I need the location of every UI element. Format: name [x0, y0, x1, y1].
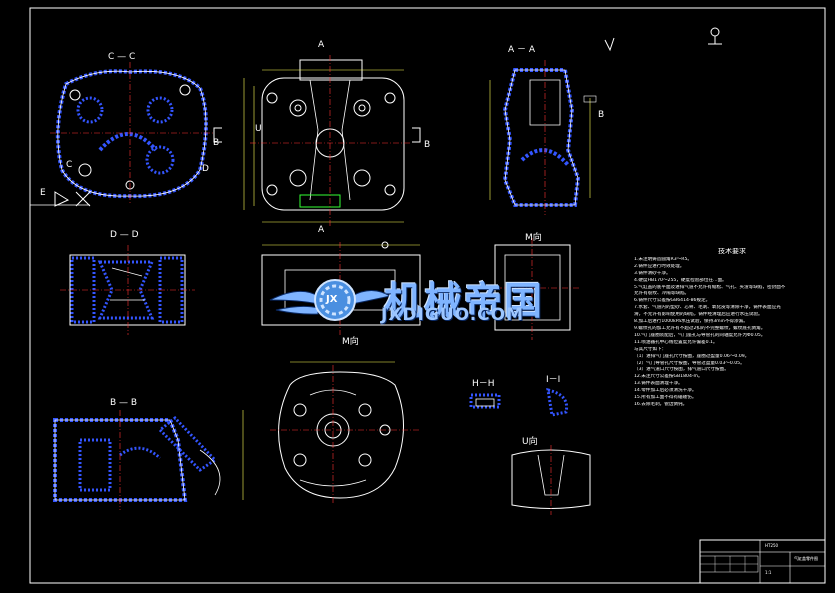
note-line: 6.铸件尺寸公差按GB6414-86规定。	[634, 298, 711, 304]
section-view-aa	[489, 60, 597, 215]
note-line: 12.未注尺寸公差按GB1804-m。	[634, 374, 703, 380]
title-block-name: 气缸盖零件图	[794, 556, 818, 561]
note-line: 11.喷油器孔中心线位置度允许偏差0.1。	[634, 339, 718, 345]
note-line: 3.铸件清砂干净。	[634, 270, 671, 276]
section-view-hh	[469, 393, 501, 409]
note-line: 允许有裂纹、冷隔等缺陷。	[634, 291, 690, 297]
view-label-u: U向	[522, 437, 538, 447]
note-line: （3）进气道口尺寸按图，排气道口尺寸按图。	[634, 367, 729, 373]
title-block	[699, 539, 826, 584]
notes-title: 技术要求	[718, 248, 746, 255]
view-label-m: M向	[525, 233, 542, 243]
note-line: 1.未注明铸造圆角R3～R5。	[634, 256, 692, 262]
title-block-scale: 1:1	[765, 570, 772, 575]
note-line: 8.加工后进行1000kPa水压试验，保持3min不得渗漏。	[634, 319, 748, 325]
section-view-bb	[53, 410, 221, 510]
view-label-m-bottom: M向	[342, 337, 359, 347]
watermark-badge: JX	[326, 294, 338, 305]
note-line: 与其尺寸如下：	[634, 346, 667, 352]
section-mark-b-right: B	[424, 140, 431, 150]
view-label-hh: H－H	[472, 379, 495, 389]
section-mark-e: E	[40, 188, 46, 198]
note-line: 10.气门座圈装配后，气门座孔与导管孔的同轴度允许为Φ0.05。	[634, 332, 766, 338]
section-mark-c: C	[66, 160, 73, 170]
section-mark-b-left: B	[213, 138, 220, 148]
view-label-aa: A － A	[508, 45, 536, 55]
section-mark-d: D	[202, 164, 209, 174]
watermark-emblem	[269, 279, 392, 321]
note-line: 滑，不允许有影响使用的缺陷，铸件经清理后应进行水压试验。	[634, 312, 763, 318]
note-line: 14.零件加工后必须清洗干净。	[634, 388, 697, 394]
roughness-symbol-circle	[710, 27, 720, 37]
view-label-bb: B — B	[110, 398, 138, 408]
view-u	[511, 445, 591, 515]
section-view-cc	[30, 62, 215, 207]
section-mark-b-aa: B	[598, 110, 605, 120]
technical-requirements: 技术要求 1.未注明铸造圆角R3～R5。 2.铸件应进行时效处理。 3.铸件清砂…	[634, 248, 830, 409]
view-a-top	[213, 55, 421, 228]
view-label-cc: C — C	[108, 52, 136, 62]
note-line: 13.铸件表面清理干净。	[634, 381, 683, 387]
drawing-frame	[29, 7, 826, 584]
view-m	[485, 238, 580, 340]
watermark-en: JXDIGUO.COM	[381, 305, 525, 325]
note-line: （2）气门导管孔尺寸按图，导管过盈量0.03～0.05。	[634, 360, 745, 366]
title-block-material: HT250	[765, 543, 779, 548]
view-label-a-mid: A	[318, 225, 325, 235]
section-view-ii	[546, 388, 569, 417]
watermark-cn: 机械帝国	[384, 279, 545, 323]
view-label-a-top: A	[318, 40, 325, 50]
note-line: 16.去除毛刺，锐边倒钝。	[634, 401, 688, 407]
note-line: （1）进排气门座孔尺寸按图，座圈过盈量0.06～0.09。	[634, 353, 750, 359]
note-line: 7.水套、气道内的型砂、芯骨、毛刺、氧化皮等清除干净，铸件表面应光	[634, 305, 781, 311]
note-line: 4.硬度HB170～255，硬度检验部位在...面。	[634, 277, 727, 283]
section-mark-u: U	[255, 124, 262, 134]
roughness-symbol	[604, 37, 615, 52]
note-line: 2.铸件应进行时效处理。	[634, 263, 685, 269]
note-line: 15.所有加工面不得有磕碰伤。	[634, 395, 697, 401]
note-line: 9.螺纹孔的加工允许有不超过2扣的不完整螺纹，螺纹底孔倒角。	[634, 325, 766, 331]
view-bottom-plan	[242, 361, 420, 505]
view-label-dd: D — D	[110, 230, 139, 240]
section-view-dd	[60, 245, 195, 335]
note-line: 5.气缸盖的底平面及进排气道不允许有缩松、气孔、夹渣等缺陷，密封面不	[634, 284, 786, 290]
view-label-ii: I－I	[546, 375, 561, 385]
